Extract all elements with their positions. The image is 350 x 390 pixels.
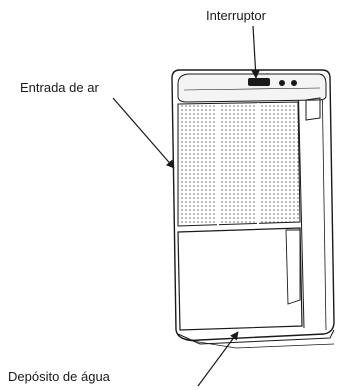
control-button (291, 80, 297, 86)
side-panel-edge (321, 73, 327, 331)
water-tank-label: Depósito de água (8, 369, 110, 384)
air-inlet-label: Entrada de ar (20, 80, 99, 95)
base-lip (185, 339, 335, 349)
water-tank-callout-arrow (197, 331, 239, 387)
water-tank (177, 227, 303, 331)
power-switch (248, 78, 270, 86)
control-panel-rim (183, 87, 321, 91)
grille-divider (217, 103, 259, 226)
control-panel (177, 73, 327, 103)
side-panel (297, 75, 305, 329)
air-inlet-grille (177, 101, 301, 227)
switch-label: Interruptor (206, 8, 266, 23)
unit-base (177, 329, 335, 345)
side-handle (305, 97, 321, 121)
tank-window (285, 229, 301, 305)
air-inlet-callout-arrow (112, 97, 175, 169)
control-button (279, 80, 285, 86)
switch-callout-arrow (251, 25, 260, 79)
